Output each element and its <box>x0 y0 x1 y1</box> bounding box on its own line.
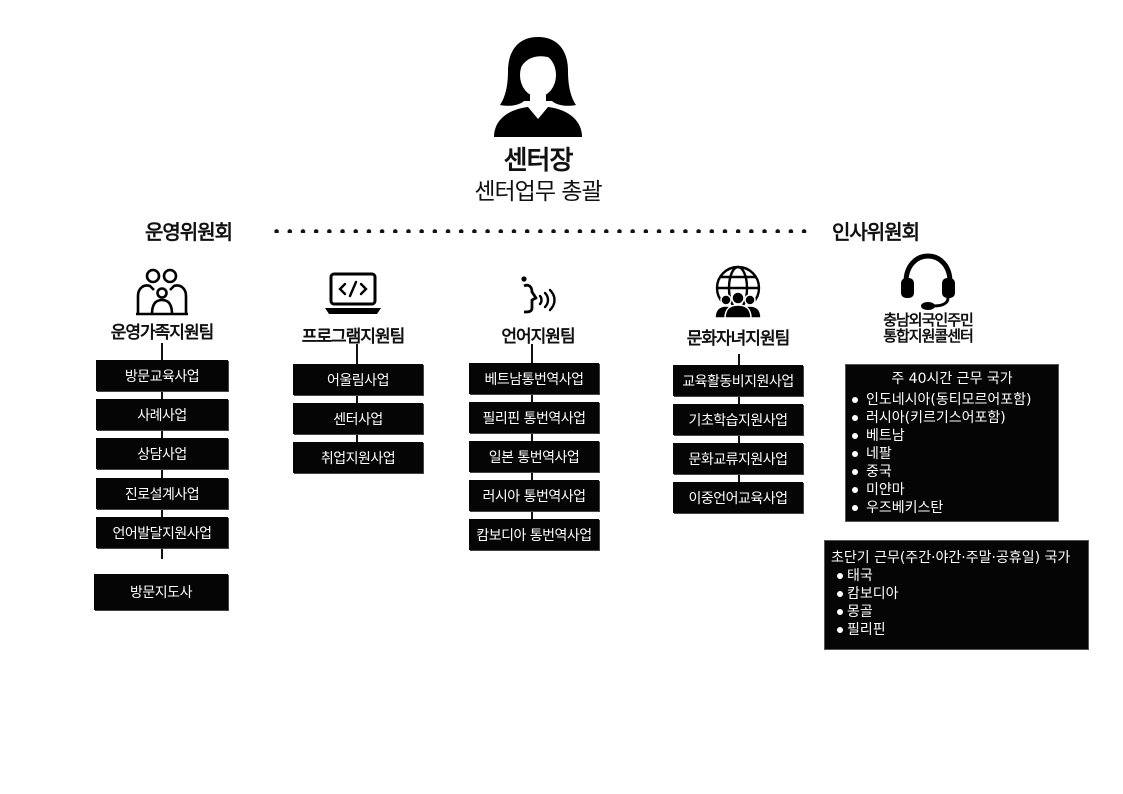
team-program-support: 프로그램지원팀 <box>263 270 443 347</box>
country-item: 우즈베키스탄 <box>846 499 1058 517</box>
connector-line <box>531 344 533 536</box>
program-box: 어울림사업 <box>293 364 423 395</box>
director-role: 센터업무 총괄 <box>474 179 602 205</box>
panel-heading: 초단기 근무(주간·야간·주말·공휴일) 국가 <box>831 550 1071 566</box>
country-item: 몽골 <box>831 603 1088 621</box>
country-item: 태국 <box>831 567 1088 585</box>
program-box: 문화교류지원사업 <box>673 443 803 474</box>
director-title: 센터장 <box>503 146 574 176</box>
call-center-name-line1: 충남외국인주민 <box>883 311 974 329</box>
program-box: 기초학습지원사업 <box>673 404 803 435</box>
program-box: 러시아 통번역사업 <box>469 480 599 511</box>
team-culture-children: 문화자녀지원팀 <box>648 264 828 349</box>
globe-people-icon <box>714 265 762 318</box>
program-box: 방문교육사업 <box>96 360 228 391</box>
program-box: 일본 통번역사업 <box>469 441 599 472</box>
dotted-connector <box>270 229 810 233</box>
panel-heading: 주 40시간 근무 국가 <box>891 371 1013 387</box>
program-box: 베트남통번역사업 <box>469 363 599 394</box>
female-person-icon <box>494 37 582 137</box>
program-box: 진로설계사업 <box>96 478 228 509</box>
fulltime-countries-panel: 주 40시간 근무 국가 인도네시아(동티모르어포함) 러시아(키르기스어포함)… <box>845 364 1059 522</box>
program-box: 교육활동비지원사업 <box>673 365 803 396</box>
program-box: 센터사업 <box>293 403 423 434</box>
team-name: 운영가족지원팀 <box>110 323 214 343</box>
program-box: 사례사업 <box>96 399 228 430</box>
country-item: 중국 <box>846 463 1058 481</box>
country-item: 인도네시아(동티모르어포함) <box>846 391 1058 409</box>
shortterm-countries-panel: 초단기 근무(주간·야간·주말·공휴일) 국가 태국 캄보디아 몽골 필리핀 <box>824 540 1089 650</box>
program-box: 필리핀 통번역사업 <box>469 402 599 433</box>
visiting-instructor-box: 방문지도사 <box>94 574 228 610</box>
operating-committee: 운영위원회 <box>145 220 233 244</box>
country-item: 러시아(키르기스어포함) <box>846 409 1058 427</box>
call-center-name-line2: 통합지원콜센터 <box>883 327 974 345</box>
program-box: 상담사업 <box>96 438 228 469</box>
team-call-center: 충남외국인주민 통합지원콜센터 <box>838 252 1018 344</box>
team-operations-family: 운영가족지원팀 <box>72 266 252 343</box>
personnel-committee: 인사위원회 <box>832 220 920 244</box>
country-item: 미얀마 <box>846 481 1058 499</box>
speaking-head-icon <box>521 276 556 314</box>
team-name: 언어지원팀 <box>501 327 575 347</box>
program-box: 취업지원사업 <box>293 442 423 473</box>
program-box: 언어발달지원사업 <box>96 517 228 548</box>
headset-icon <box>901 253 955 310</box>
team-name: 프로그램지원팀 <box>301 327 405 347</box>
team-language-support: 언어지원팀 <box>448 270 628 347</box>
program-box: 캄보디아 통번역사업 <box>469 519 599 550</box>
country-item: 베트남 <box>846 427 1058 445</box>
country-item: 네팔 <box>846 445 1058 463</box>
country-item: 캄보디아 <box>831 585 1088 603</box>
laptop-code-icon <box>325 272 381 314</box>
program-box: 이중언어교육사업 <box>673 482 803 513</box>
country-item: 필리핀 <box>831 621 1088 639</box>
team-name: 문화자녀지원팀 <box>686 329 790 349</box>
family-icon <box>136 268 188 316</box>
